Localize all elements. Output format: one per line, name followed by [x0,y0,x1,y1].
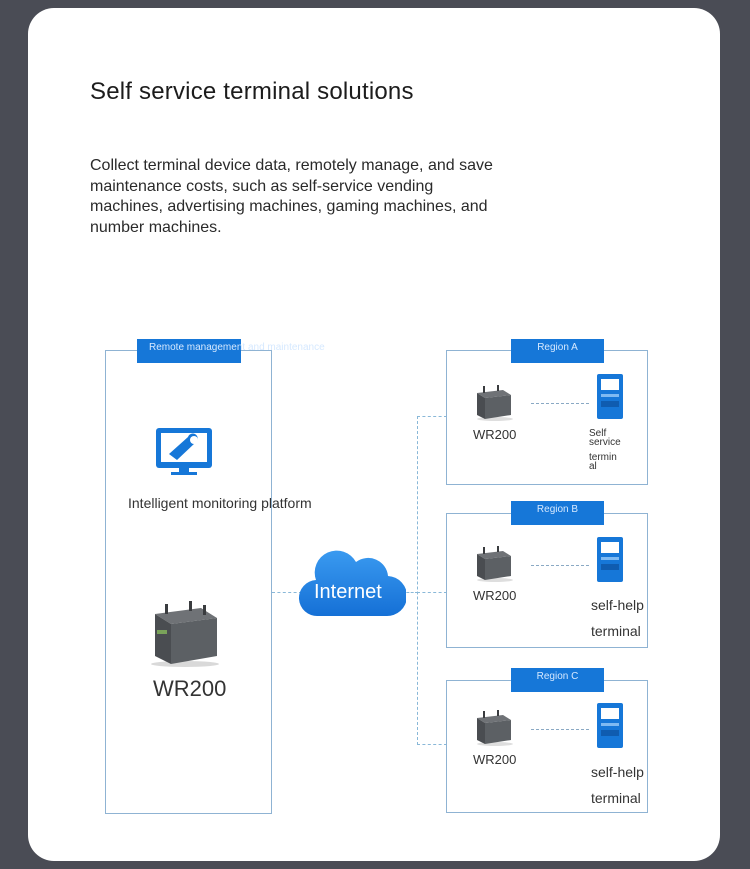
region-a-router-label: WR200 [473,427,517,442]
router-device-icon [473,710,515,746]
router-device-icon [473,385,515,421]
region-c-tag: Region C [511,668,604,692]
connector-cloud-trunk [402,592,418,593]
router-device-icon [145,600,223,668]
region-c-router-label: WR200 [473,752,517,767]
kiosk-terminal-icon [596,374,626,420]
region-b-terminal-label: self-help terminal [591,597,644,639]
region-b-device-link [531,565,589,566]
page-title: Self service terminal solutions [90,78,414,105]
kiosk-terminal-icon [596,703,626,749]
connector-region-c [417,744,447,745]
region-a-terminal-label: Self service termin al [589,428,621,472]
region-a-tag: Region A [511,339,604,363]
router-device-icon [473,546,515,582]
connector-region-a [417,416,447,417]
remote-management-tag: Remote management and maintenance [137,339,325,363]
kiosk-terminal-icon [596,537,626,583]
cloud-icon [298,546,406,618]
region-c-device-link [531,729,589,730]
region-a-device-link [531,403,589,404]
connector-left-cloud [272,592,302,593]
intro-paragraph: Collect terminal device data, remotely m… [90,157,493,236]
left-router-label: WR200 [153,676,227,701]
region-b-router-label: WR200 [473,588,517,603]
platform-label: Intelligent monitoring platform [128,495,312,511]
remote-management-panel [105,350,272,814]
monitor-wrench-icon [155,427,215,477]
connector-region-b [417,592,447,593]
cloud-label: Internet [314,581,382,603]
region-b-tag: Region B [511,501,604,525]
connector-trunk-vertical [417,416,418,745]
region-c-terminal-label: self-help terminal [591,764,644,806]
